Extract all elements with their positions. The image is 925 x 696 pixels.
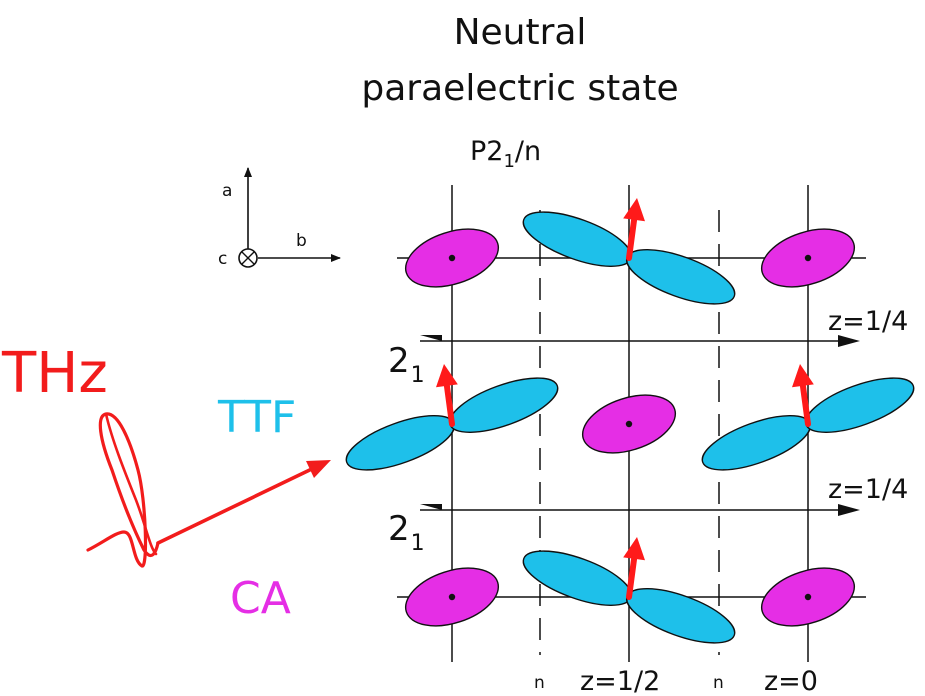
polarization-arrow-middle-left-shaft xyxy=(443,382,455,427)
thz-propagation-line xyxy=(156,464,320,545)
screw-axis-bottom-head-left xyxy=(420,504,442,510)
screw-axis-bottom-sub: 1 xyxy=(411,531,425,556)
screw-axis-top-sub: 1 xyxy=(411,363,425,388)
axis-c-label: c xyxy=(218,249,227,269)
molecule-layer xyxy=(345,198,915,644)
screw-axis-top-main: 2 xyxy=(388,341,410,381)
screw-axis-top-head-left xyxy=(420,335,442,341)
screw-axis-bottom-head-right xyxy=(838,504,860,516)
axis-c-cross-2 xyxy=(241,251,255,265)
ttf-molecule-middle-right-lobe-b xyxy=(804,377,915,433)
thz-propagation-arrowhead xyxy=(306,460,331,478)
space-group-label: P21/n xyxy=(470,136,541,172)
ca-molecule-top-left-center-dot xyxy=(448,254,456,262)
polarization-arrow-bottom-center-shaft xyxy=(626,555,638,600)
polarization-arrow-middle-right-head xyxy=(792,364,814,388)
ca-molecule-middle-center-center-dot xyxy=(625,420,633,428)
space-group-main: P2 xyxy=(470,136,503,167)
screw-axis-bottom-main: 2 xyxy=(388,509,410,549)
screw-axis-bottom-label: 21 xyxy=(388,509,425,556)
thz-waveform xyxy=(86,412,160,568)
screw-axes xyxy=(420,335,860,516)
screw-axis-top-label: 21 xyxy=(388,341,425,388)
space-group-subscript: 1 xyxy=(503,151,514,172)
thz-label: THz xyxy=(1,341,108,406)
ttf-molecule-bottom-center-lobe-a xyxy=(522,550,633,606)
ca-molecule-bottom-left-center-dot xyxy=(448,593,456,601)
ca-molecule-top-right-center-dot xyxy=(804,254,812,262)
ttf-molecule-top-center-lobe-b xyxy=(625,249,736,305)
polarization-arrow-middle-right-shaft xyxy=(799,382,811,427)
polarization-arrow-top-center-head xyxy=(623,198,645,222)
thz-waveform-inner xyxy=(104,412,158,556)
polarization-arrow-top-center-shaft xyxy=(626,216,638,261)
title-line-2: paraelectric state xyxy=(361,68,678,109)
ttf-molecule-top-center-lobe-a xyxy=(522,211,633,267)
screw-axis-top-head-right xyxy=(838,335,860,347)
ttf-molecule-middle-left-lobe-b xyxy=(448,377,559,433)
z-half-label: z=1/2 xyxy=(580,666,660,696)
polarization-arrow-middle-left-head xyxy=(436,364,458,388)
axis-a-label: a xyxy=(222,181,232,201)
ca-molecule-bottom-right-center-dot xyxy=(804,593,812,601)
title-line-1: Neutral xyxy=(454,12,587,53)
space-group-tail: /n xyxy=(515,136,541,167)
ttf-molecule-middle-right-lobe-a xyxy=(701,415,812,471)
glide-right-label: n xyxy=(713,673,724,693)
thz-pulse xyxy=(86,412,331,568)
ttf-legend-label: TTF xyxy=(217,392,296,443)
glide-left-label: n xyxy=(534,673,545,693)
ttf-molecule-middle-left-lobe-a xyxy=(345,415,456,471)
ttf-molecule-bottom-center-lobe-b xyxy=(625,588,736,644)
z-zero-label: z=0 xyxy=(764,666,818,696)
ca-legend-label: CA xyxy=(230,573,291,624)
crystal-axes: a b c xyxy=(218,167,341,269)
z-quarter-bottom-label: z=1/4 xyxy=(828,474,908,505)
z-quarter-top-label: z=1/4 xyxy=(828,306,908,337)
axis-b-label: b xyxy=(296,231,307,251)
polarization-arrow-bottom-center-head xyxy=(623,537,645,561)
